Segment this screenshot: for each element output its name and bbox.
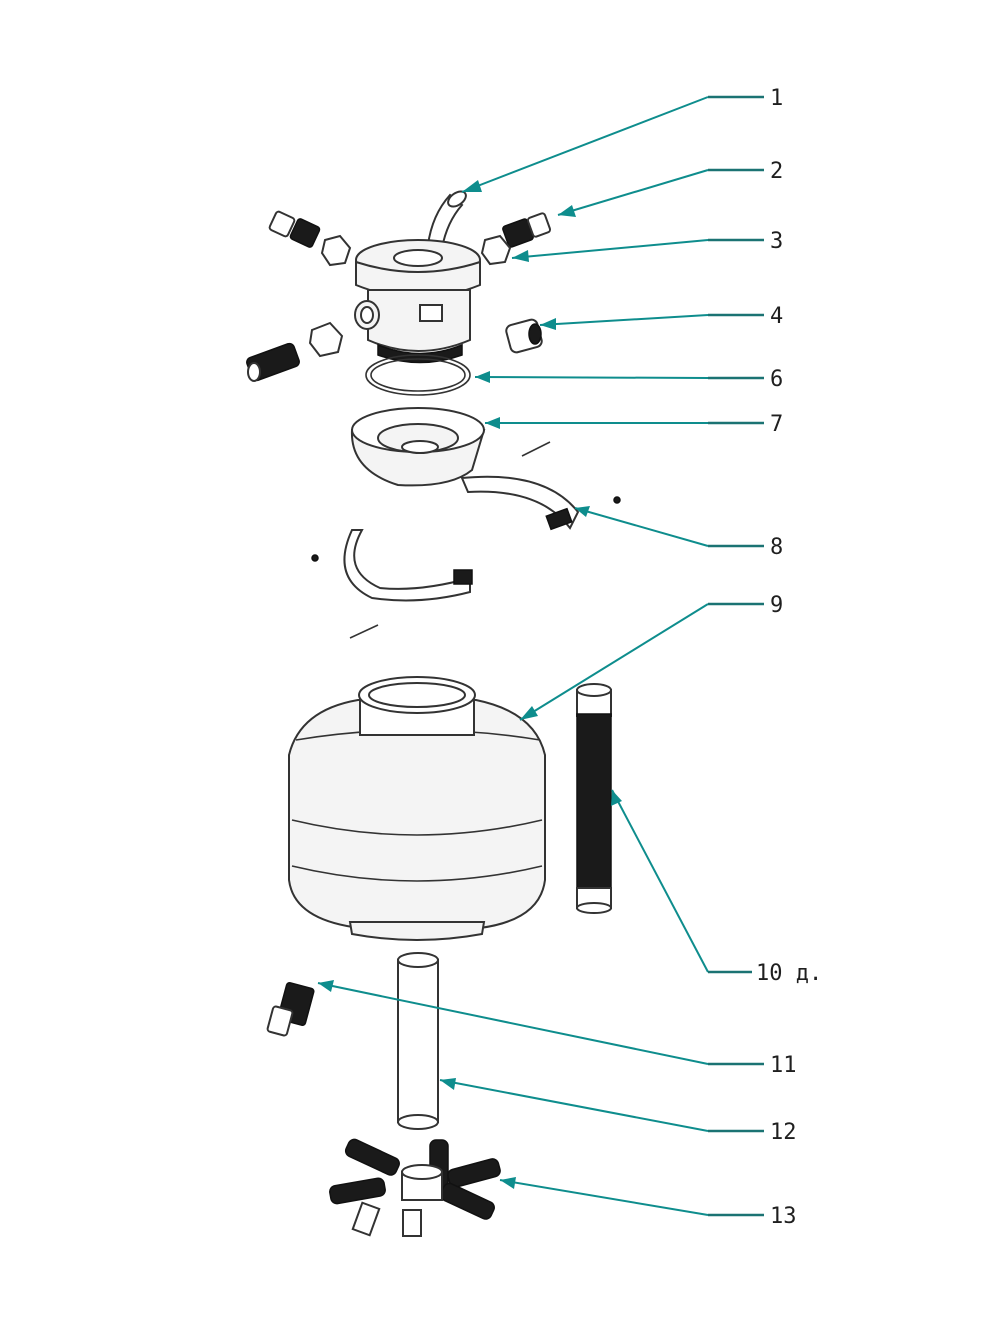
oring-bottom-left <box>308 321 344 358</box>
part-9-filter-tank <box>288 676 546 941</box>
part-2-fitting <box>502 212 552 248</box>
nut-right <box>613 496 621 504</box>
part-8-clamp-upper <box>460 475 580 531</box>
callout-3: 3 <box>770 229 783 254</box>
fitting-bottom-left <box>246 342 300 382</box>
part-12-central-pipe <box>397 952 439 1130</box>
oring-top-left <box>320 234 352 267</box>
callout-4: 4 <box>770 304 783 329</box>
oring-top-right <box>480 234 512 266</box>
part-7-diffuser <box>350 407 486 487</box>
screw-upper <box>521 441 551 457</box>
part-13-laterals <box>329 1138 501 1237</box>
callout-10: 10 д. <box>756 961 822 986</box>
screw-lower <box>349 624 379 639</box>
part-10-hose <box>576 683 612 914</box>
callout-1: 1 <box>770 86 783 111</box>
callout-9: 9 <box>770 593 783 618</box>
callout-7: 7 <box>770 412 783 437</box>
callout-2: 2 <box>770 159 783 184</box>
fitting-top-left <box>268 210 321 248</box>
callout-12: 12 <box>770 1120 797 1145</box>
callout-8: 8 <box>770 535 783 560</box>
nut-left <box>311 554 319 562</box>
part-3-multiport-valve <box>354 239 481 364</box>
part-6-oring <box>365 354 471 396</box>
callout-13: 13 <box>770 1204 797 1229</box>
part-8-clamp-lower <box>343 529 473 602</box>
part-11-drain-cap <box>266 981 315 1037</box>
leader-lines <box>317 96 709 1216</box>
leader-arrowheads <box>318 180 622 1189</box>
callout-11: 11 <box>770 1053 797 1078</box>
callout-6: 6 <box>770 367 783 392</box>
leader-ticks <box>708 95 764 1217</box>
part-4-plug <box>505 318 543 354</box>
